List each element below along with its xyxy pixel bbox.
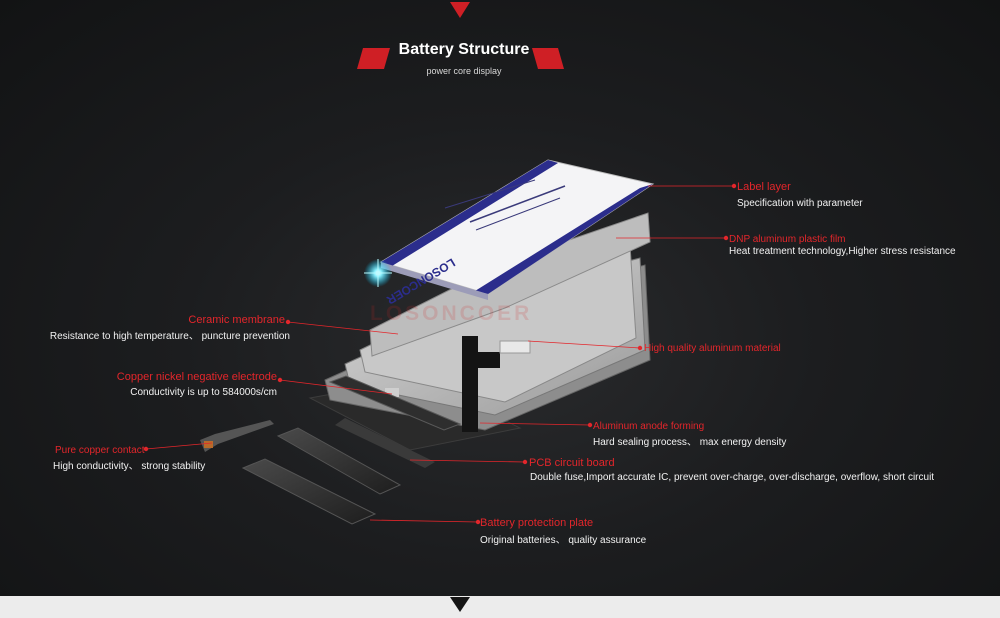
leader-dots bbox=[143, 183, 737, 525]
label-print-line-2 bbox=[475, 197, 561, 231]
dot-ceramic bbox=[285, 319, 291, 325]
copper-contact-title: Pure copper contact bbox=[55, 445, 145, 456]
leader-ceramic bbox=[287, 321, 399, 335]
ceramic-membrane-title: Ceramic membrane bbox=[188, 314, 285, 326]
pcb-cover-shape bbox=[276, 427, 402, 495]
leader-aluminum bbox=[527, 340, 641, 349]
dnp-film-desc: Heat treatment technology,Higher stress … bbox=[729, 246, 956, 257]
leader-copper-contact bbox=[145, 442, 213, 450]
anode-forming-desc: Hard sealing process、 max energy density bbox=[593, 437, 787, 448]
dot-aluminum bbox=[637, 345, 643, 351]
dot-copper-contact bbox=[143, 446, 149, 452]
leader-protection-plate bbox=[369, 519, 479, 523]
label-blue-band-bottom bbox=[475, 184, 653, 294]
label-layer-desc: Specification with parameter bbox=[737, 198, 863, 209]
footer-bar bbox=[0, 596, 1000, 618]
dnp-film-title: DNP aluminum plastic film bbox=[729, 234, 846, 245]
tab-connector-2 bbox=[478, 352, 500, 368]
pcb-board-shape bbox=[335, 418, 435, 468]
aluminum-material-title: High quality aluminum material bbox=[644, 343, 781, 354]
tab-tape bbox=[499, 340, 531, 354]
label-print-line-3 bbox=[444, 179, 536, 209]
electrode-frame bbox=[328, 375, 462, 431]
page-title: Battery Structure bbox=[398, 41, 530, 58]
copper-nickel-desc: Conductivity is up to 584000s/cm bbox=[130, 387, 277, 398]
copper-contact-pad bbox=[204, 441, 213, 448]
tab-connector-1 bbox=[462, 336, 478, 432]
copper-contact-strip bbox=[200, 420, 274, 452]
pcb-board-desc: Double fuse,Import accurate IC, prevent … bbox=[530, 472, 935, 483]
leader-copper-nickel bbox=[279, 379, 393, 395]
electrode-tab bbox=[385, 388, 399, 397]
dot-protection-plate bbox=[475, 519, 481, 525]
title-left-flag bbox=[357, 48, 390, 69]
protection-plate-title: Battery protection plate bbox=[480, 517, 594, 529]
protection-plate-desc: Original batteries、 quality assurance bbox=[480, 535, 647, 546]
dot-copper-nickel bbox=[277, 377, 283, 383]
ceramic-membrane-desc: Resistance to high temperature、 puncture… bbox=[49, 331, 290, 342]
label-print-line-1 bbox=[469, 185, 566, 223]
copper-nickel-title: Copper nickel negative electrode bbox=[116, 371, 277, 383]
title-right-flag bbox=[532, 48, 564, 69]
dot-label-layer bbox=[731, 183, 737, 189]
watermark-text: LOSONCOER bbox=[370, 302, 533, 325]
dot-dnp-film bbox=[723, 235, 729, 241]
leader-lines bbox=[145, 185, 734, 523]
protection-plate-shape bbox=[241, 458, 377, 525]
dot-pcb bbox=[522, 459, 528, 465]
page-subtitle: power core display bbox=[426, 66, 502, 76]
label-layer-edge bbox=[381, 262, 488, 300]
leader-pcb bbox=[409, 459, 526, 463]
label-layer-title: Label layer bbox=[737, 181, 791, 193]
anode-forming-title: Aluminum anode forming bbox=[593, 421, 705, 432]
top-arrow-marker bbox=[450, 2, 470, 18]
leader-anode bbox=[479, 422, 591, 426]
pcb-board-title: PCB circuit board bbox=[529, 457, 615, 469]
dot-anode bbox=[587, 422, 593, 428]
copper-contact-desc: High conductivity、 strong stability bbox=[53, 461, 206, 472]
